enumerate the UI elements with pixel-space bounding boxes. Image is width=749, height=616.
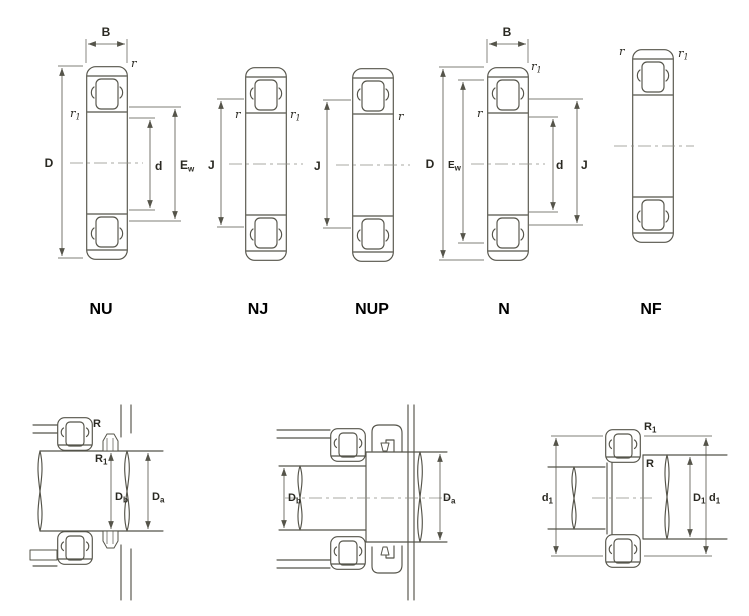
mounted-bearing-top-middle — [330, 428, 366, 462]
dim-label-r-nup: r — [398, 109, 405, 123]
dim-label-d1-right: d1 — [709, 492, 721, 506]
mounting-diagram-right: d1 D1 d1 R1 R — [542, 421, 728, 568]
abutment-washer — [29, 549, 58, 561]
bearing-nf-drawing: r r1 — [614, 44, 694, 243]
dim-label-Da-left: Da — [152, 491, 165, 505]
dim-label-Ew-n: Ew — [448, 160, 462, 173]
mounted-bearing-bottom-middle — [330, 536, 366, 570]
dim-label-r1-nu: r1 — [70, 106, 81, 122]
type-label-nu: NU — [89, 301, 112, 318]
dim-label-R-right: R — [646, 458, 654, 470]
dim-label-J-nup: J — [314, 159, 321, 173]
n-dimensions: B D Ew d J r1 r — [426, 25, 588, 261]
dim-label-r1-nf: r1 — [678, 46, 689, 62]
dim-label-Db-left: Db — [115, 491, 128, 505]
dim-label-D-n: D — [426, 157, 435, 171]
dim-label-r-n: r — [477, 106, 484, 120]
dim-label-B-n: B — [503, 25, 512, 39]
dim-label-r-nj: r — [235, 107, 242, 121]
dim-label-d1-left: d1 — [542, 492, 554, 506]
dim-label-B-nu: B — [102, 25, 111, 39]
dim-label-r1-nj: r1 — [290, 107, 301, 123]
dim-label-r1-n: r1 — [531, 59, 542, 75]
dim-label-R1-left: R1 — [95, 453, 108, 467]
dim-label-r-nu: r — [131, 56, 138, 70]
dim-label-R-left: R — [93, 418, 101, 430]
bearing-nu-drawing: B D d Ew r r1 — [45, 25, 195, 260]
housing-flange-bottom — [371, 545, 403, 574]
nup-dimensions: J r — [314, 99, 405, 229]
mounted-bearing-top-right — [605, 429, 641, 463]
housing-flange-top — [371, 424, 403, 453]
type-label-nj: NJ — [248, 301, 268, 318]
mounting-diagram-left: Db Da R R1 — [29, 404, 165, 601]
type-label-nf: NF — [640, 301, 662, 318]
bearing-n-drawing: B D Ew d J r1 r — [426, 25, 588, 261]
mounted-bearing-top-left — [57, 417, 93, 451]
nf-dimensions: r r1 — [619, 44, 689, 62]
nu-dimensions: B D d Ew r r1 — [45, 25, 195, 259]
dim-label-Da-middle: Da — [443, 492, 456, 506]
dim-label-r-nf: r — [619, 44, 626, 58]
dim-label-J-n: J — [581, 158, 588, 172]
mounted-bearing-bottom-left — [57, 531, 93, 565]
dim-label-R1-right: R1 — [644, 421, 657, 435]
dim-label-D-nu: D — [45, 156, 54, 170]
dim-label-d-n: d — [556, 158, 563, 172]
dim-label-d-nu: d — [155, 159, 162, 173]
bearing-nj-drawing: J r r1 — [208, 67, 303, 261]
snap-ring-top — [102, 433, 119, 452]
mounting-diagram-middle: Db Da — [276, 404, 456, 601]
bearing-nup-drawing: J r — [314, 68, 410, 262]
nj-dimensions: J r r1 — [208, 98, 301, 228]
dim-label-J-nj: J — [208, 158, 215, 172]
type-label-n: N — [498, 301, 510, 318]
mounted-bearing-bottom-right — [605, 534, 641, 568]
dim-label-Ew-nu: Ew — [180, 158, 195, 174]
dim-label-D1-right: D1 — [693, 492, 706, 506]
snap-ring-bottom — [102, 530, 119, 549]
dim-label-Db-middle: Db — [288, 492, 301, 506]
type-label-nup: NUP — [355, 301, 389, 318]
